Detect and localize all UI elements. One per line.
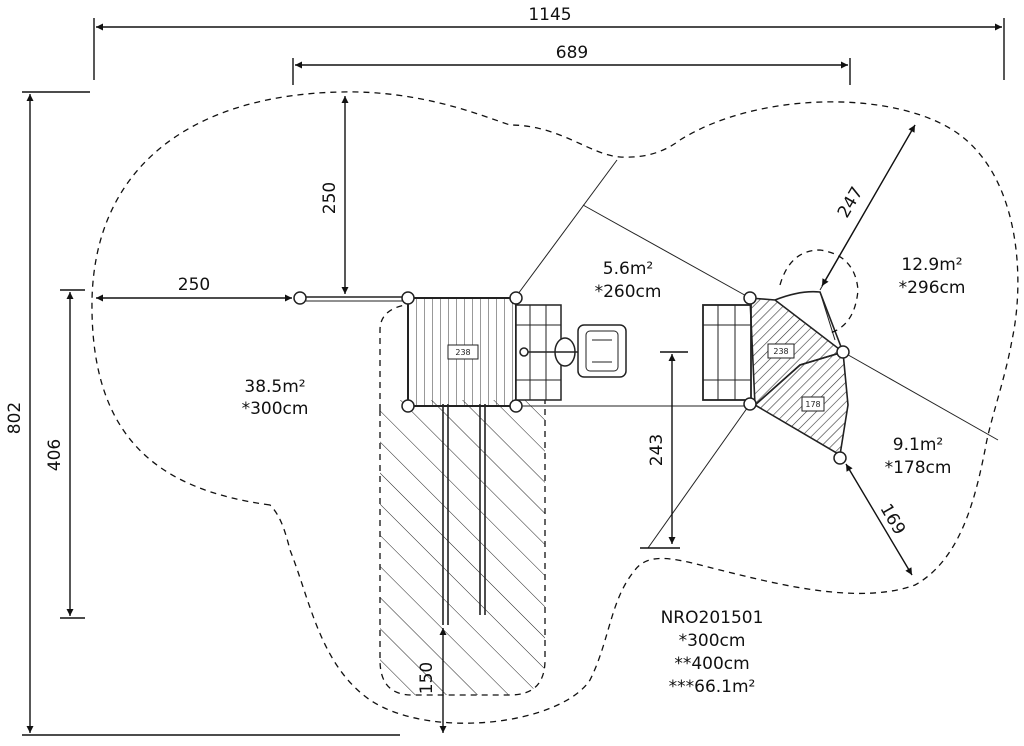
platform-label-box — [447, 344, 479, 360]
post-node — [509, 399, 523, 413]
dimension-overall-height: 802 — [5, 402, 25, 434]
model-total-area: ***66.1m² — [669, 677, 756, 697]
dimension-line-right-bottom — [845, 463, 913, 576]
post-node — [401, 291, 415, 305]
post-node — [293, 291, 307, 305]
zone-divider — [582, 204, 751, 299]
post-node — [833, 451, 847, 465]
dimension-slide-exit: 150 — [417, 662, 437, 694]
zone-divider — [842, 351, 999, 441]
dimension-left-height: 406 — [45, 439, 65, 471]
zone-divider — [647, 403, 751, 549]
model-free-height: *300cm — [679, 631, 746, 651]
post-node — [509, 291, 523, 305]
dimension-overall-width: 1145 — [528, 5, 571, 25]
dimension-top-clearance: 250 — [320, 182, 340, 214]
platform-label-right-bottom: 178 — [805, 400, 820, 409]
zone-right-bottom-height: *178cm — [885, 458, 952, 478]
zone-center-height: *260cm — [595, 282, 662, 302]
zone-right-top-height: *296cm — [899, 278, 966, 298]
post-node — [836, 345, 850, 359]
zone-divider — [514, 159, 618, 299]
dimension-center-clearance: 243 — [647, 434, 667, 466]
model-max-height: **400cm — [674, 654, 749, 674]
zone-left-area: 38.5m² — [244, 377, 305, 397]
zone-center-area: 5.6m² — [603, 259, 653, 279]
zone-left-height: *300cm — [242, 399, 309, 419]
panel-element — [577, 324, 627, 378]
dimension-inner-width: 689 — [556, 43, 588, 63]
model-code: NRO201501 — [661, 608, 764, 628]
hex-handrail — [774, 290, 844, 353]
dimension-line-right-radius — [821, 124, 916, 287]
platform-label-right-top: 238 — [773, 347, 788, 356]
platform-label-left: 238 — [455, 348, 470, 357]
slide-zone-hatch — [380, 400, 545, 695]
zone-right-bottom-area: 9.1m² — [893, 435, 943, 455]
safety-zone-outline — [91, 91, 1019, 724]
dimension-right-bottom: 169 — [876, 500, 910, 538]
swing-zone-circle — [779, 249, 859, 334]
right-tower-platform — [702, 304, 752, 401]
post-node — [743, 397, 757, 411]
slide-zone-upper-outline — [379, 304, 406, 410]
post-node — [743, 291, 757, 305]
zone-right-top-area: 12.9m² — [901, 255, 962, 275]
post-node — [401, 399, 415, 413]
post-node — [519, 347, 529, 357]
dimension-left-clearance: 250 — [178, 275, 210, 295]
